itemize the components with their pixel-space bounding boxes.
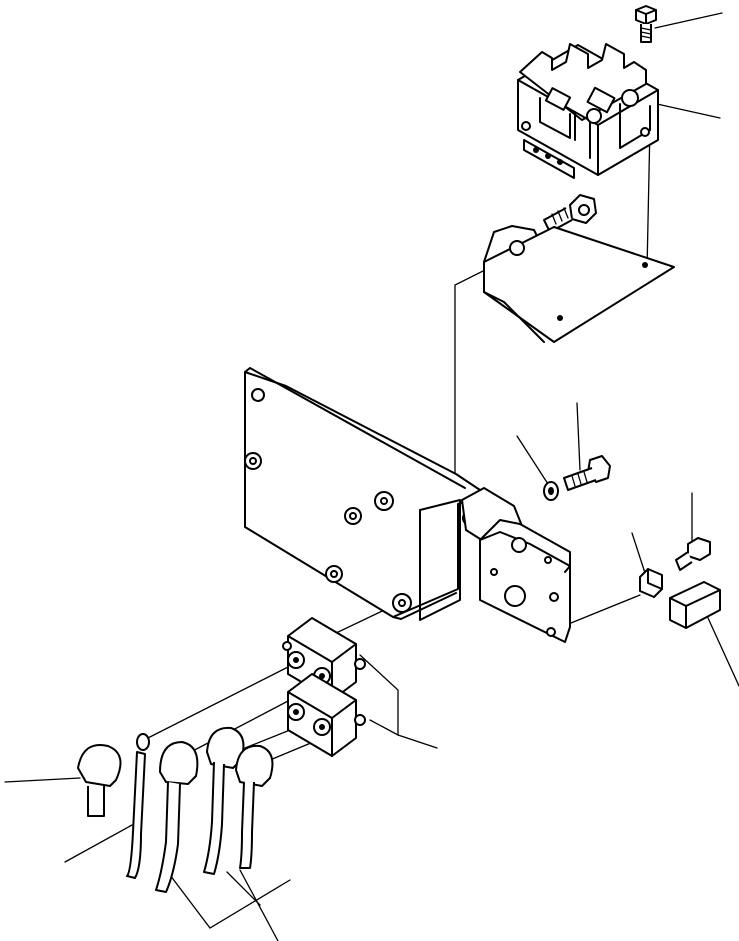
align-cable-b (184, 699, 291, 756)
plate-icon (244, 367, 523, 621)
bracket-icon (483, 225, 675, 343)
terminal-block-icon (517, 43, 659, 179)
cable-group-bracket-2 (226, 871, 261, 906)
align-ring-breaker (139, 665, 291, 743)
leader-bolt-mid (576, 402, 581, 471)
leader-screw-top (654, 12, 723, 29)
leader-terminal-block (647, 101, 721, 119)
circuit-breaker-icon (287, 673, 366, 757)
leader-washer (516, 435, 549, 485)
cable-icon (235, 744, 274, 869)
nut-icon (244, 452, 412, 613)
clip-icon (639, 568, 663, 598)
terminal-boot-icon (77, 744, 122, 817)
breaker-group-bracket (359, 654, 399, 737)
leader-breakers (397, 734, 438, 749)
leader-cables (239, 869, 279, 941)
screw-icon (635, 5, 657, 43)
leader-clip (631, 532, 646, 574)
plate-icon (479, 519, 571, 643)
cable-icon (203, 726, 245, 875)
align-smallplate-clip (565, 594, 641, 626)
cap-icon (669, 581, 721, 629)
screw-icon (675, 537, 711, 571)
leader-cap (707, 617, 739, 687)
ring-terminal-icon (126, 733, 150, 879)
bolt-icon (563, 455, 611, 491)
cable-icon (155, 741, 199, 893)
align-terminal-to-bracket (646, 124, 651, 271)
washer-icon (543, 481, 559, 501)
leader-ring-terminal (64, 824, 133, 863)
cable-group-bracket (169, 874, 291, 929)
bolt-icon (543, 194, 597, 233)
leader-boot-left (4, 777, 81, 783)
